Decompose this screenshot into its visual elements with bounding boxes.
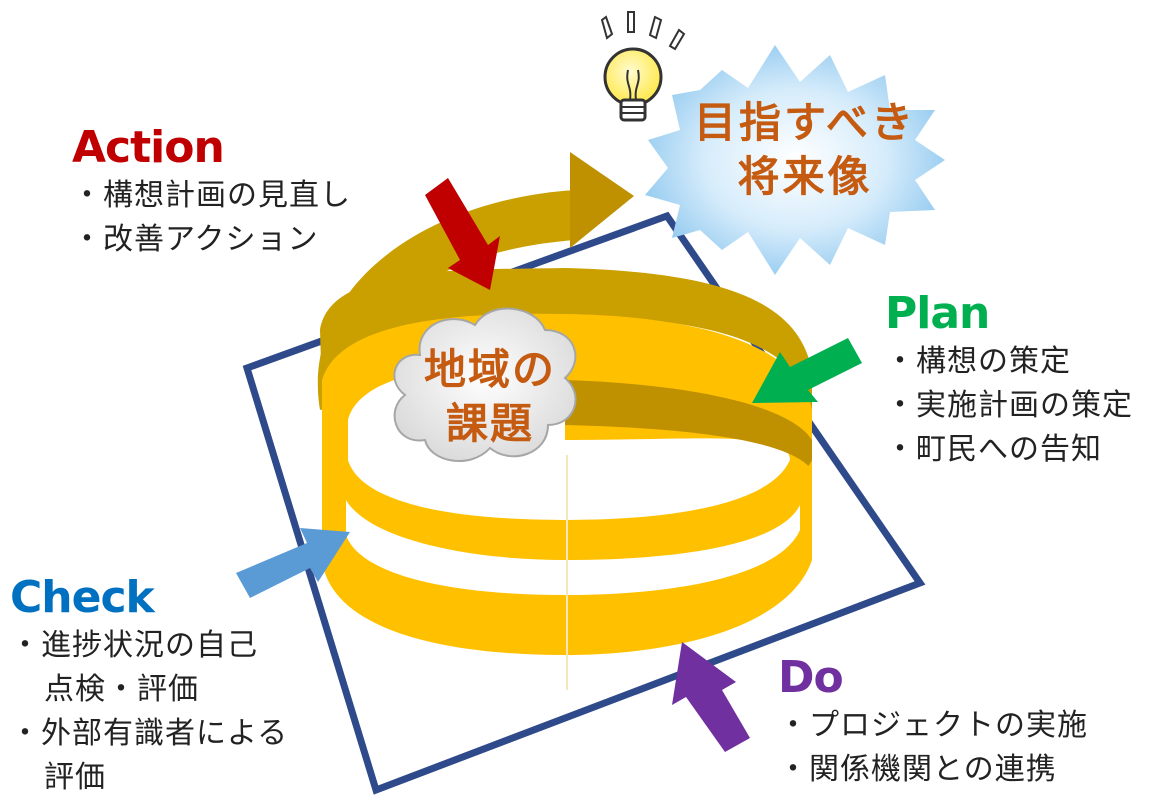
- do-block: Do ・プロジェクトの実施 ・関係機関との連携: [778, 652, 1088, 792]
- goal-label: 目指すべき 将来像: [680, 96, 930, 204]
- lightbulb-icon: [600, 11, 686, 122]
- check-items: ・進捗状況の自己 点検・評価 ・外部有識者による 評価: [10, 624, 288, 800]
- goal-line-1: 目指すべき: [693, 98, 917, 147]
- spiral-band-upper: [320, 268, 812, 412]
- center-issue-label: 地域の 課題: [405, 343, 575, 451]
- check-item-1: ・進捗状況の自己: [10, 628, 258, 663]
- do-title: Do: [778, 652, 844, 703]
- action-arrow: [425, 178, 500, 290]
- plan-item-3: ・町民への告知: [885, 432, 1102, 467]
- center-line-1: 地域の: [423, 345, 556, 394]
- check-arrow: [236, 528, 350, 598]
- check-block: Check ・進捗状況の自己 点検・評価 ・外部有識者による 評価: [10, 572, 288, 800]
- action-title: Action: [72, 122, 225, 173]
- pdca-frame: [242, 211, 926, 795]
- action-item-2: ・改善アクション: [72, 222, 319, 257]
- do-items: ・プロジェクトの実施 ・関係機関との連携: [778, 704, 1088, 792]
- plan-title: Plan: [885, 288, 990, 339]
- goal-burst: [645, 45, 945, 275]
- check-title: Check: [10, 572, 155, 623]
- plan-block: Plan ・構想の策定 ・実施計画の策定 ・町民への告知: [885, 288, 1133, 472]
- plan-items: ・構想の策定 ・実施計画の策定 ・町民への告知: [885, 340, 1133, 472]
- do-item-2: ・関係機関との連携: [778, 752, 1057, 787]
- do-arrow: [672, 642, 750, 752]
- spiral-arrow-head: [570, 152, 634, 248]
- goal-line-2: 将来像: [737, 152, 873, 201]
- center-cloud: [393, 307, 577, 463]
- action-block: Action ・構想計画の見直し ・改善アクション: [72, 122, 351, 262]
- plan-arrow: [752, 338, 862, 403]
- action-item-1: ・構想計画の見直し: [72, 178, 351, 213]
- check-item-2-cont: 評価: [44, 760, 106, 795]
- action-items: ・構想計画の見直し ・改善アクション: [72, 174, 351, 262]
- center-line-2: 課題: [445, 399, 534, 448]
- check-item-1-cont: 点検・評価: [44, 672, 199, 707]
- plan-item-2: ・実施計画の策定: [885, 388, 1133, 423]
- plan-item-1: ・構想の策定: [885, 344, 1071, 379]
- do-item-1: ・プロジェクトの実施: [778, 708, 1088, 743]
- check-item-2: ・外部有識者による: [10, 716, 289, 751]
